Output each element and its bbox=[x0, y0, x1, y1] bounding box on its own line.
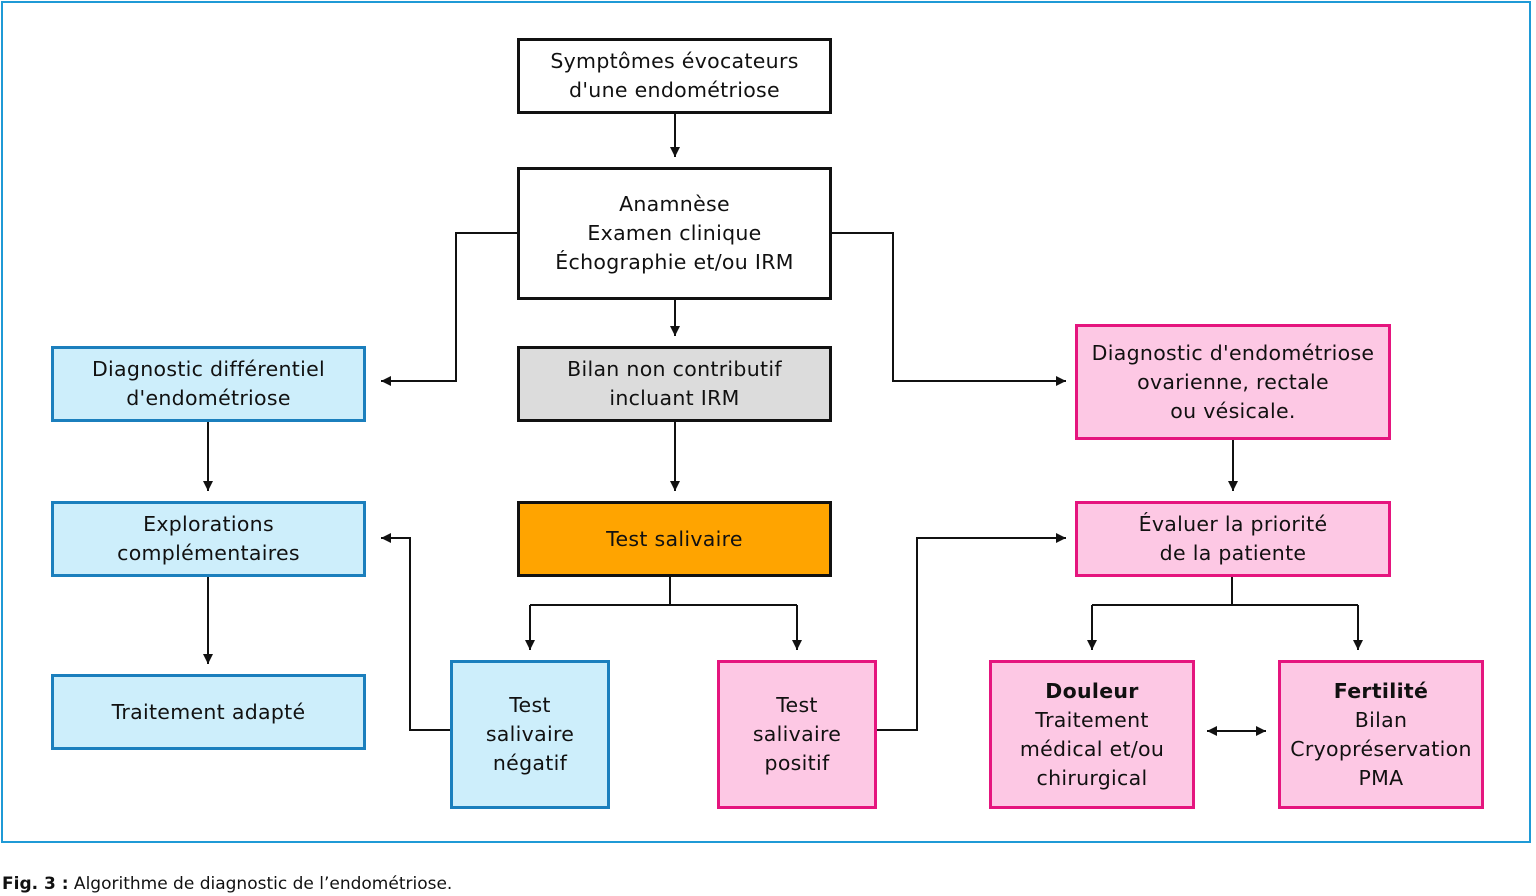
node-fertilite-line-2: Cryopréservation bbox=[1290, 736, 1472, 761]
connector-test-split bbox=[530, 577, 797, 606]
node-douleur-line-1: Traitement bbox=[1035, 707, 1149, 732]
node-diagnostic-differentiel: Diagnostic différentiel d'endométriose bbox=[51, 346, 366, 422]
node-symptomes-line-1: Symptômes évocateurs bbox=[550, 49, 799, 73]
node-positif-line-3: positif bbox=[764, 751, 830, 775]
node-test-salivaire: Test salivaire bbox=[517, 501, 832, 577]
node-diagnostic-endometriose: Diagnostic d'endométriose ovarienne, rec… bbox=[1075, 324, 1391, 440]
node-bilan-line-2: incluant IRM bbox=[609, 386, 740, 410]
node-negatif-line-3: négatif bbox=[492, 751, 568, 775]
node-diag-diff-line-2: d'endométriose bbox=[126, 386, 291, 410]
node-diag-endo-line-1: Diagnostic d'endométriose bbox=[1091, 340, 1375, 365]
node-bilan: Bilan non contributif incluant IRM bbox=[517, 346, 832, 422]
node-negatif-line-2: salivaire bbox=[485, 722, 575, 746]
node-test-line-1: Test salivaire bbox=[606, 526, 743, 551]
node-anamnese-line-3: Échographie et/ou IRM bbox=[555, 250, 794, 274]
arrow-positif-to-evaluer bbox=[876, 533, 1066, 731]
node-symptomes-line-2: d'une endométriose bbox=[569, 78, 780, 102]
node-douleur-line-2: médical et/ou bbox=[1019, 736, 1165, 761]
node-explorations: Explorations complémentaires bbox=[51, 501, 366, 577]
arrow-anamnese-to-diag-diff bbox=[381, 232, 518, 386]
node-fertilite-line-1: Bilan bbox=[1354, 707, 1408, 732]
node-fertilite-title: Fertilité bbox=[1333, 678, 1429, 703]
node-evaluer-line-1: Évaluer la priorité bbox=[1138, 512, 1328, 536]
node-negatif-line-1: Test bbox=[509, 693, 551, 717]
node-diag-endo-line-3: ou vésicale. bbox=[1170, 398, 1296, 423]
node-douleur: Douleur Traitement médical et/ou chirurg… bbox=[989, 660, 1195, 809]
figure-frame bbox=[1, 1, 1531, 843]
node-positif-line-2: salivaire bbox=[752, 722, 842, 746]
caption-label: Fig. 3 : bbox=[2, 874, 69, 894]
node-douleur-line-3: chirurgical bbox=[1036, 765, 1148, 790]
arrow-anamnese-to-diag-endo bbox=[831, 232, 1066, 386]
node-fertilite: Fertilité Bilan Cryopréservation PMA bbox=[1278, 660, 1484, 809]
node-douleur-title: Douleur bbox=[1045, 678, 1139, 703]
figure-caption: Fig. 3 : Algorithme de diagnostic de l’e… bbox=[2, 874, 452, 894]
node-anamnese-line-2: Examen clinique bbox=[587, 221, 762, 245]
node-positif-line-1: Test bbox=[776, 693, 818, 717]
node-anamnese-line-1: Anamnèse bbox=[619, 192, 730, 216]
arrow-negatif-to-explorations bbox=[381, 533, 452, 731]
node-test-negatif: Test salivaire négatif bbox=[450, 660, 610, 809]
node-traitement-line-1: Traitement adapté bbox=[111, 699, 306, 724]
node-traitement-adapte: Traitement adapté bbox=[51, 674, 366, 750]
node-explorations-line-2: complémentaires bbox=[117, 541, 300, 565]
node-bilan-line-1: Bilan non contributif bbox=[567, 357, 782, 381]
node-explorations-line-1: Explorations bbox=[143, 512, 274, 536]
caption-text: Algorithme de diagnostic de l’endométrio… bbox=[68, 874, 453, 894]
node-symptomes: Symptômes évocateurs d'une endométriose bbox=[517, 38, 832, 114]
node-anamnese: Anamnèse Examen clinique Échographie et/… bbox=[517, 167, 832, 300]
node-evaluer-priorite: Évaluer la priorité de la patiente bbox=[1075, 501, 1391, 577]
node-diag-endo-line-2: ovarienne, rectale bbox=[1137, 369, 1329, 394]
node-test-positif: Test salivaire positif bbox=[717, 660, 877, 809]
connector-evaluer-split bbox=[1092, 577, 1358, 606]
node-diag-diff-line-1: Diagnostic différentiel bbox=[91, 357, 326, 381]
node-fertilite-line-3: PMA bbox=[1358, 765, 1404, 790]
node-evaluer-line-2: de la patiente bbox=[1159, 541, 1307, 565]
